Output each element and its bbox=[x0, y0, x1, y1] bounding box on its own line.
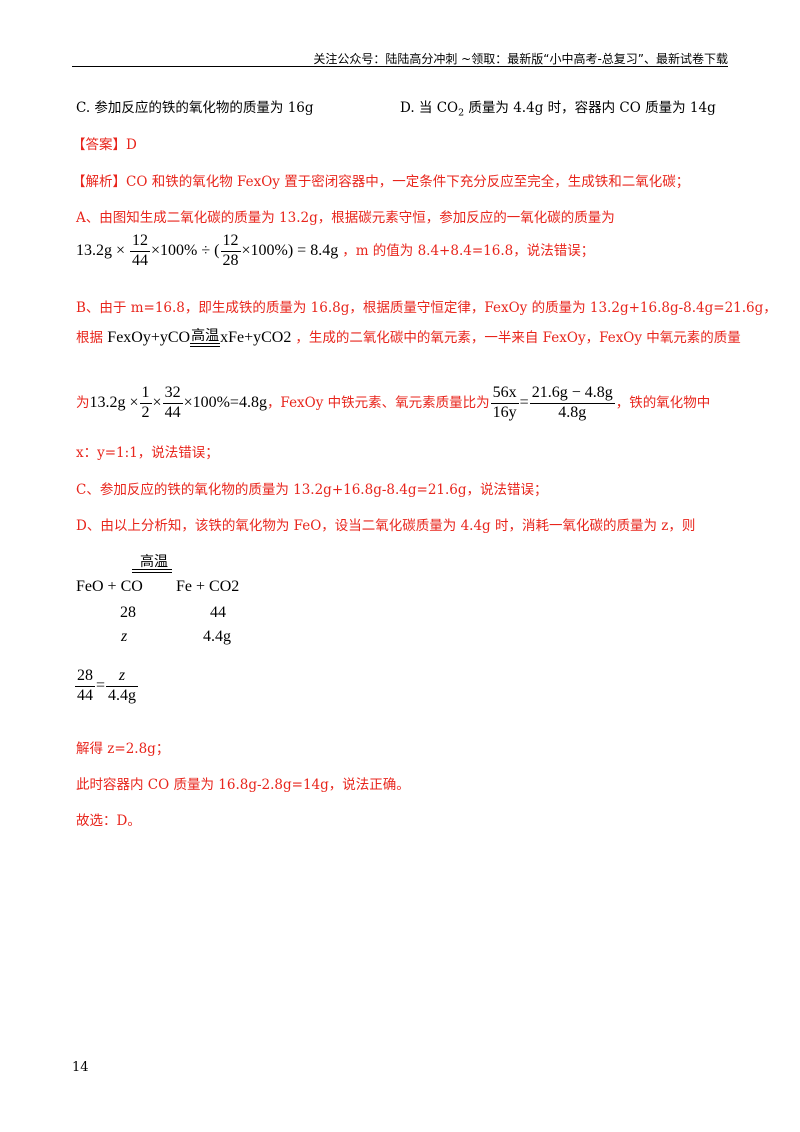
analysis-a-line1: A、由图知生成二氧化碳的质量为 13.2g，根据碳元素守恒，参加反应的一氧化碳的… bbox=[76, 210, 615, 226]
analysis-b-line4: x：y=1:1，说法错误； bbox=[76, 445, 219, 461]
result-line: 此时容器内 CO 质量为 16.8g-2.8g=14g，说法正确。 bbox=[76, 777, 410, 793]
d-eq-condition: 高温 bbox=[140, 554, 168, 570]
analysis-b-line1: B、由于 m=16.8，即生成铁的质量为 16.8g，根据质量守恒定律，FexO… bbox=[76, 300, 777, 316]
conclusion-line: 故选：D。 bbox=[76, 813, 141, 829]
page-header: 关注公众号：陆陆高分冲刺 ~领取：最新版“小中高考-总复习”、最新试卷下载 bbox=[313, 52, 728, 66]
d-eq-left: FeO + CO bbox=[76, 578, 143, 595]
answer-line: 【答案】D bbox=[72, 133, 137, 153]
analysis-d-line: D、由以上分析知，该铁的氧化物为 FeO，设当二氧化碳质量为 4.4g 时，消耗… bbox=[76, 518, 696, 534]
d-eq-right: Fe + CO2 bbox=[176, 578, 240, 595]
d-eq-mass-co2: 44 bbox=[210, 604, 226, 621]
d-eq-var-z: z bbox=[121, 628, 128, 645]
analysis-intro: 【解析】CO 和铁的氧化物 FexOy 置于密闭容器中，一定条件下充分反应至完全… bbox=[72, 174, 690, 190]
analysis-label: 【解析】 bbox=[72, 174, 126, 190]
option-d: D. 当 CO2 质量为 4.4g 时，容器内 CO 质量为 14g bbox=[400, 100, 716, 119]
page-number: 14 bbox=[72, 1060, 89, 1075]
answer-value: D bbox=[126, 137, 137, 153]
option-c: C. 参加反应的铁的氧化物的质量为 16g bbox=[76, 100, 314, 116]
answer-label: 【答案】 bbox=[72, 137, 126, 153]
solve-line: 解得 z=2.8g； bbox=[76, 741, 170, 757]
header-rule bbox=[72, 66, 728, 67]
d-eq-arrow bbox=[132, 569, 172, 573]
d-eq-mass-co: 28 bbox=[120, 604, 136, 621]
analysis-c-line: C、参加反应的铁的氧化物的质量为 13.2g+16.8g-8.4g=21.6g，… bbox=[76, 482, 548, 498]
d-eq-value: 4.4g bbox=[203, 628, 231, 645]
